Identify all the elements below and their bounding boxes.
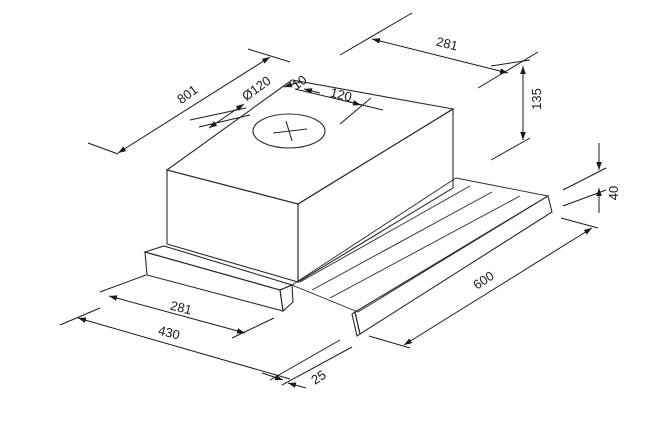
rail-line-2 — [311, 191, 493, 291]
dim-label-281-top: 281 — [435, 34, 460, 54]
arrow-120-right — [346, 100, 362, 106]
dim-label-25: 25 — [308, 367, 328, 387]
ext-40-a — [562, 167, 607, 191]
drawer-rail-top — [291, 177, 550, 313]
bottom-trim-side — [279, 284, 294, 313]
ext-281-top-b — [477, 51, 539, 89]
dimension-281-bottom: 281 — [99, 274, 275, 339]
duct-cross-h — [272, 128, 308, 134]
box-side-face — [297, 108, 454, 283]
box-top-face — [165, 79, 455, 205]
ext-135-b — [490, 137, 531, 161]
dim-line-801 — [117, 56, 271, 154]
ext-25-a — [269, 339, 341, 381]
ext-600-a — [368, 335, 411, 349]
dim-line-600 — [403, 227, 593, 346]
ext-120 — [339, 97, 372, 125]
box-front-face — [166, 169, 299, 283]
arrow-25-right — [287, 382, 307, 389]
ext-430-a — [59, 307, 101, 326]
dimension-801: 801 — [87, 48, 291, 155]
bottom-trim-plate — [143, 245, 294, 291]
dim-line-281-bottom — [108, 295, 246, 334]
ext-281-bot-a — [99, 274, 147, 293]
arrow-25-left — [261, 372, 284, 381]
ext-40-b — [562, 189, 607, 207]
rail-line-1 — [299, 185, 471, 283]
drawer-front-bar — [354, 195, 553, 335]
ext-801-b — [247, 48, 291, 63]
dim-label-dia: Ø120 — [239, 73, 274, 104]
dim-label-600: 600 — [470, 268, 496, 292]
dim-label-135: 135 — [529, 88, 544, 110]
ext-600-b — [560, 217, 599, 229]
ext-25-b — [281, 346, 353, 386]
dim-line-dia — [208, 103, 245, 129]
ext-281-bot-b — [231, 317, 275, 339]
dim-label-120: 120 — [329, 85, 354, 105]
dim-label-281-bottom: 281 — [169, 298, 194, 318]
dimension-10: 10 — [283, 72, 310, 93]
dimension-430: 430 — [59, 307, 291, 380]
dim-line-430 — [77, 317, 291, 380]
drawer-front-end — [351, 311, 361, 337]
dimension-25: 25 — [261, 339, 353, 389]
dim-line-10 — [283, 81, 301, 88]
arrow-120-left — [303, 88, 321, 94]
duct-cross-v — [285, 120, 293, 142]
dimension-135: 135 — [490, 59, 544, 161]
ext-801-a — [87, 142, 119, 155]
hood-body — [143, 79, 553, 337]
dim-label-10: 10 — [289, 72, 310, 93]
dimension-40: 40 — [562, 143, 621, 213]
dim-label-40: 40 — [606, 186, 621, 200]
dimension-120: 120 — [294, 85, 384, 125]
dim-label-430: 430 — [157, 323, 182, 343]
dimension-281-top: 281 — [339, 12, 539, 89]
ext-281-top-a — [339, 12, 413, 56]
dim-line-281-top — [371, 38, 509, 74]
ext-135-a — [490, 59, 531, 67]
